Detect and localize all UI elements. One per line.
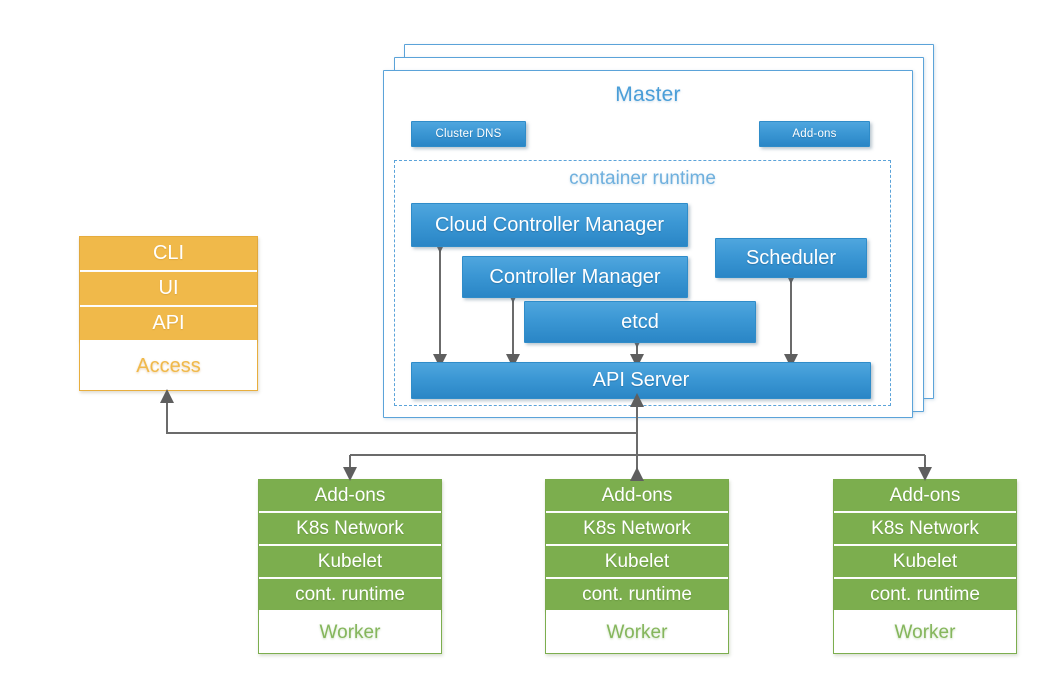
api-server-box[interactable]: API Server <box>411 362 871 399</box>
worker-3-band-kubelet-label: Kubelet <box>892 550 958 572</box>
master-addons-label: Add-ons <box>792 128 837 140</box>
worker-node-2[interactable]: Add-ons K8s Network Kubelet cont. runtim… <box>545 479 729 654</box>
worker-1-band-runtime[interactable]: cont. runtime <box>259 579 441 612</box>
worker-2-band-network[interactable]: K8s Network <box>546 513 728 546</box>
access-band-cli-label: CLI <box>152 242 185 264</box>
worker-2-band-addons-label: Add-ons <box>601 484 673 506</box>
access-footer-label: Access <box>80 342 257 390</box>
worker-2-band-kubelet-label: Kubelet <box>604 550 670 572</box>
master-title: Master <box>615 83 681 106</box>
worker-1-band-network[interactable]: K8s Network <box>259 513 441 546</box>
worker-3-band-addons-label: Add-ons <box>889 484 961 506</box>
worker-1-band-addons-label: Add-ons <box>314 484 386 506</box>
worker-3-band-runtime-label: cont. runtime <box>870 583 980 605</box>
worker-2-band-addons[interactable]: Add-ons <box>546 480 728 513</box>
worker-1-band-runtime-label: cont. runtime <box>295 583 405 605</box>
worker-3-footer-label: Worker <box>834 612 1016 653</box>
worker-1-footer-label: Worker <box>259 612 441 653</box>
master-addons-box[interactable]: Add-ons <box>759 121 870 147</box>
etcd-label: etcd <box>621 310 659 333</box>
worker-2-band-runtime[interactable]: cont. runtime <box>546 579 728 612</box>
worker-3-band-runtime[interactable]: cont. runtime <box>834 579 1016 612</box>
etcd-box[interactable]: etcd <box>524 301 756 343</box>
access-band-ui-label: UI <box>158 277 179 299</box>
master-cluster-dns-label: Cluster DNS <box>435 128 502 140</box>
access-band-api[interactable]: API <box>80 307 257 342</box>
scheduler-box[interactable]: Scheduler <box>715 238 867 278</box>
worker-3-band-addons[interactable]: Add-ons <box>834 480 1016 513</box>
controller-manager-box[interactable]: Controller Manager <box>462 256 688 298</box>
worker-2-band-network-label: K8s Network <box>583 517 691 539</box>
cloud-controller-manager-label: Cloud Controller Manager <box>434 213 664 236</box>
worker-node-1[interactable]: Add-ons K8s Network Kubelet cont. runtim… <box>258 479 442 654</box>
worker-2-footer-label: Worker <box>546 612 728 653</box>
worker-3-band-network[interactable]: K8s Network <box>834 513 1016 546</box>
access-node[interactable]: CLI UI API Access <box>79 236 258 391</box>
access-band-api-label: API <box>152 312 185 334</box>
api-server-label: API Server <box>592 369 690 391</box>
worker-2-band-runtime-label: cont. runtime <box>582 583 692 605</box>
master-cluster-dns-box[interactable]: Cluster DNS <box>411 121 526 147</box>
worker-node-3[interactable]: Add-ons K8s Network Kubelet cont. runtim… <box>833 479 1017 654</box>
worker-1-band-network-label: K8s Network <box>296 517 404 539</box>
worker-2-band-kubelet[interactable]: Kubelet <box>546 546 728 579</box>
worker-3-band-network-label: K8s Network <box>871 517 979 539</box>
access-band-cli[interactable]: CLI <box>80 237 257 272</box>
worker-1-band-kubelet-label: Kubelet <box>317 550 383 572</box>
scheduler-label: Scheduler <box>745 246 837 269</box>
controller-manager-label: Controller Manager <box>489 265 661 288</box>
worker-1-band-addons[interactable]: Add-ons <box>259 480 441 513</box>
cloud-controller-manager-box[interactable]: Cloud Controller Manager <box>411 203 688 247</box>
access-band-ui[interactable]: UI <box>80 272 257 307</box>
worker-3-band-kubelet[interactable]: Kubelet <box>834 546 1016 579</box>
worker-1-band-kubelet[interactable]: Kubelet <box>259 546 441 579</box>
master-container-runtime-title: container runtime <box>569 168 716 189</box>
